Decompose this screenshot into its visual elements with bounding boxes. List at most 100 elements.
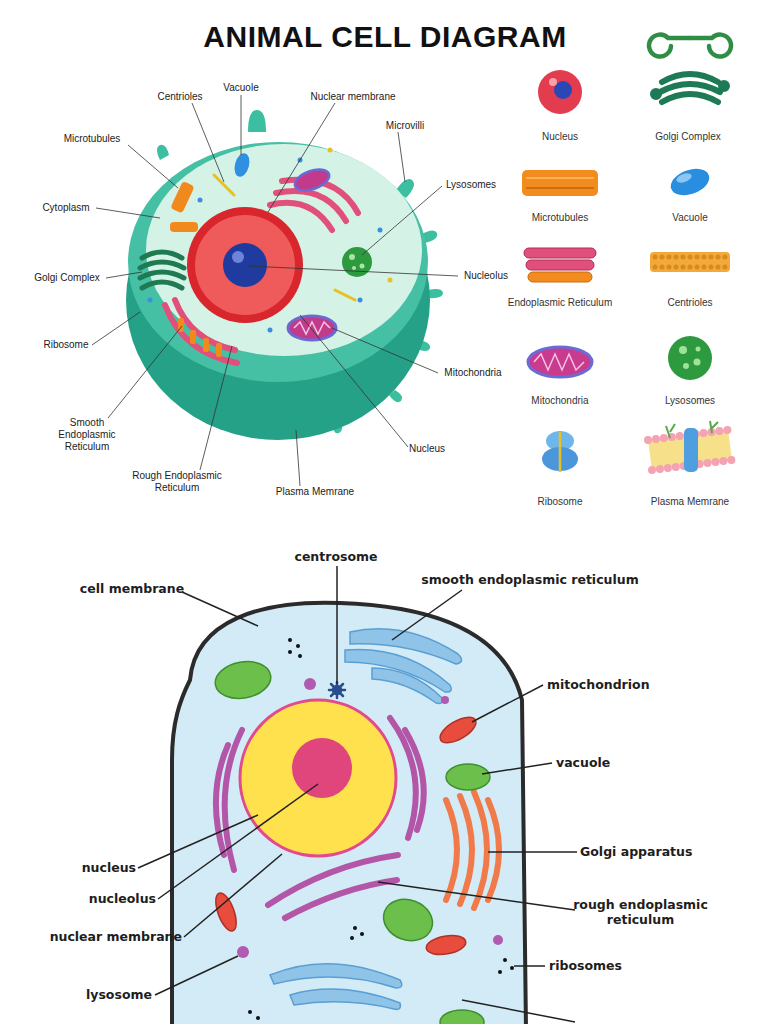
leader-line	[268, 103, 335, 212]
site-logo	[649, 35, 731, 57]
diagram-title: ANIMAL CELL DIAGRAM	[120, 20, 650, 54]
part-label: lysosome	[30, 987, 152, 1002]
organelle-icon	[534, 354, 584, 370]
site-logo	[649, 35, 690, 57]
part-label: Rough Endoplasmic Reticulum	[127, 470, 227, 494]
organelle-icon	[538, 70, 582, 114]
leader-line	[108, 326, 182, 418]
part-label: Microtubules	[505, 212, 615, 224]
cell-illustration	[146, 144, 422, 356]
part-label: Centrioles	[145, 91, 215, 103]
cell-illustration	[142, 282, 182, 288]
organelle-icon	[650, 252, 730, 272]
cell-illustration	[493, 935, 503, 945]
part-label: Ribosome	[505, 496, 615, 508]
cell-illustration	[405, 730, 424, 830]
organelle-icon	[668, 336, 712, 380]
cell-illustration	[498, 970, 502, 974]
organelle-icon	[653, 91, 659, 97]
part-label: cell membrane	[72, 581, 192, 596]
leader-line	[106, 272, 142, 278]
cell-illustration	[349, 254, 355, 260]
cell-illustration	[248, 1010, 252, 1014]
organelle-icon	[675, 172, 693, 185]
cell-illustration	[378, 893, 439, 948]
cell-illustration	[358, 298, 363, 303]
leader-line	[241, 95, 242, 155]
leader-line	[300, 315, 408, 447]
cell-illustration	[360, 932, 364, 936]
part-label: rough endoplasmic reticulum	[568, 897, 713, 927]
cell-illustration	[148, 298, 153, 303]
leader-line	[488, 851, 577, 853]
leader-line	[336, 566, 338, 684]
cell-illustration	[360, 264, 365, 269]
leader-line	[158, 784, 318, 899]
cell-illustration	[178, 318, 222, 357]
organelle-icon	[653, 74, 727, 102]
part-label: Nucleus	[404, 443, 450, 455]
cell-illustration	[256, 1016, 260, 1020]
cell-illustration	[350, 936, 354, 940]
leader-line	[362, 186, 442, 255]
cell-illustration	[503, 958, 507, 962]
part-label: Centrioles	[635, 297, 745, 309]
organelle-icon	[528, 347, 592, 377]
cell-illustration	[203, 338, 209, 352]
cell-illustration	[216, 745, 228, 855]
cell-illustration	[333, 686, 341, 694]
cell-illustration	[248, 110, 266, 132]
part-label: Nuclear membrane	[298, 91, 408, 103]
cell-illustration	[140, 272, 184, 278]
part-label: Microvilli	[370, 120, 440, 132]
organelle-icon	[526, 177, 594, 179]
part-label: ribosomes	[549, 958, 659, 973]
cell-illustration	[331, 684, 343, 696]
cell-illustration	[436, 712, 480, 748]
organelle-icon	[542, 431, 578, 472]
cell-illustration	[172, 603, 526, 1024]
leader-line	[138, 566, 577, 1022]
leader-line	[200, 346, 232, 470]
organelle-icon	[696, 347, 701, 352]
part-label: smooth endoplasmic reticulum	[420, 572, 640, 587]
part-label: Golgi apparatus	[580, 844, 730, 859]
organelle-icon	[721, 83, 727, 89]
cell-illustration	[232, 152, 252, 179]
organelle-icon	[549, 78, 557, 86]
organelle-icon	[668, 336, 712, 380]
cell-illustration	[268, 328, 273, 333]
organelle-icon	[679, 346, 687, 354]
organelle-icon	[662, 74, 718, 82]
organelle-icon	[683, 363, 689, 369]
part-label: Ribosome	[36, 339, 96, 351]
cell-illustration	[460, 796, 472, 904]
part-label: Vacuole	[216, 82, 266, 94]
part-label: Plasma Memrane	[635, 496, 745, 508]
leader-line	[138, 815, 258, 868]
part-label: Cytoplasm	[32, 202, 100, 214]
cell-illustration	[294, 322, 330, 334]
leader-line	[462, 1000, 575, 1022]
organelle-icon	[667, 164, 713, 200]
cell-illustration	[390, 718, 416, 838]
part-label: Golgi Complex	[26, 272, 108, 284]
cell-illustration	[425, 933, 468, 958]
cell-illustration	[240, 700, 396, 856]
part-label: Golgi Complex	[633, 131, 743, 143]
part-label: mitochondrion	[547, 677, 677, 692]
cell-illustration	[195, 215, 295, 315]
cell-illustration	[190, 330, 196, 344]
leader-line	[248, 266, 458, 276]
cell-illustration	[237, 678, 503, 958]
cell-illustration	[232, 251, 244, 263]
organelle-icon	[524, 248, 596, 258]
cell-illustration	[212, 712, 480, 957]
cell-illustration	[428, 289, 443, 298]
cell-illustration	[140, 252, 184, 288]
part-label: Lysosomes	[635, 395, 745, 407]
organelle-icon	[655, 255, 726, 260]
leader-line	[128, 145, 178, 188]
site-logo	[690, 35, 731, 57]
part-label: Endoplasmic Reticulum	[490, 297, 630, 309]
